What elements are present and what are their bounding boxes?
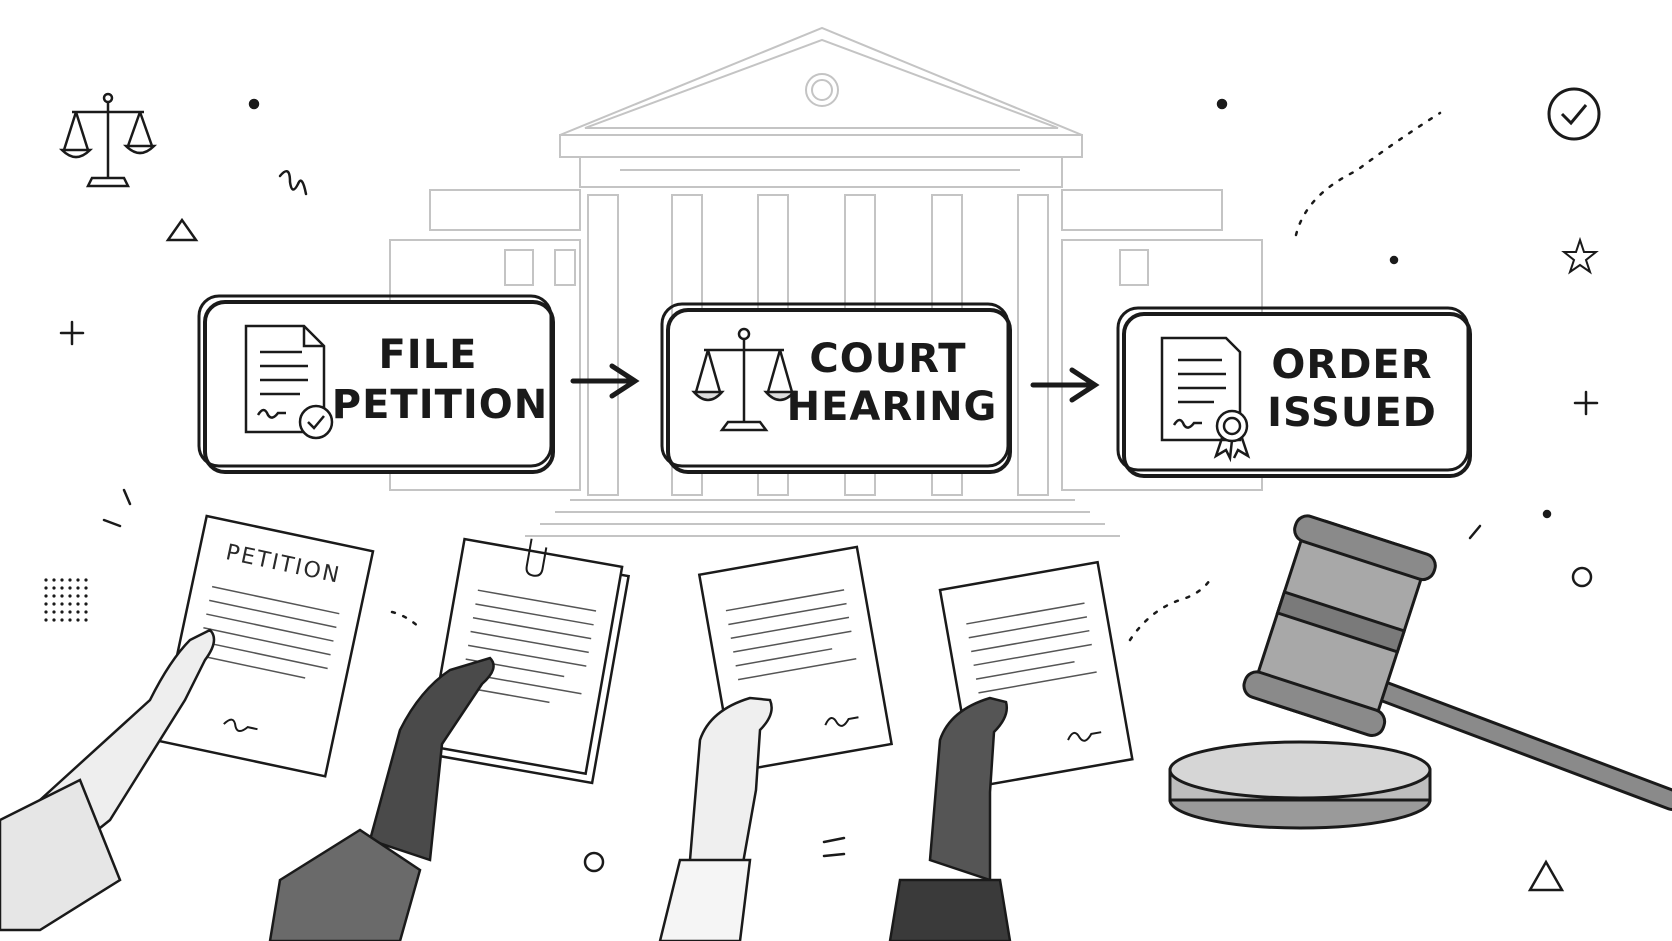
hand-holding-document [888,560,1134,941]
certificate-seal-icon [1160,336,1251,463]
doodles [59,98,1599,892]
arrow-icon [1030,367,1100,403]
hand-holding-document [268,537,631,941]
step-label-line1: COURT [809,336,966,382]
step-label-line1: ORDER [1271,342,1432,388]
gavel-icon [1168,514,1672,830]
step-label-line2: HEARING [787,384,998,430]
dot-grid [44,578,88,622]
step-label-line2: PETITION [332,382,548,428]
hand-holding-petition: PETITION [0,514,375,932]
step-label-line1: FILE [378,332,477,378]
step-file-petition: FILE PETITION [197,294,555,474]
petition-document-check-icon [244,324,334,440]
step-court-hearing: COURT HEARING [660,302,1012,474]
arrow-icon [570,363,640,399]
step-order-issued: ORDER ISSUED [1116,306,1472,478]
scales-icon [58,92,158,188]
star-icon [1561,236,1599,275]
check-circle-icon [1547,87,1601,141]
scales-of-justice-icon [691,327,797,432]
step-label-line2: ISSUED [1267,390,1437,436]
hand-holding-document [658,545,894,941]
